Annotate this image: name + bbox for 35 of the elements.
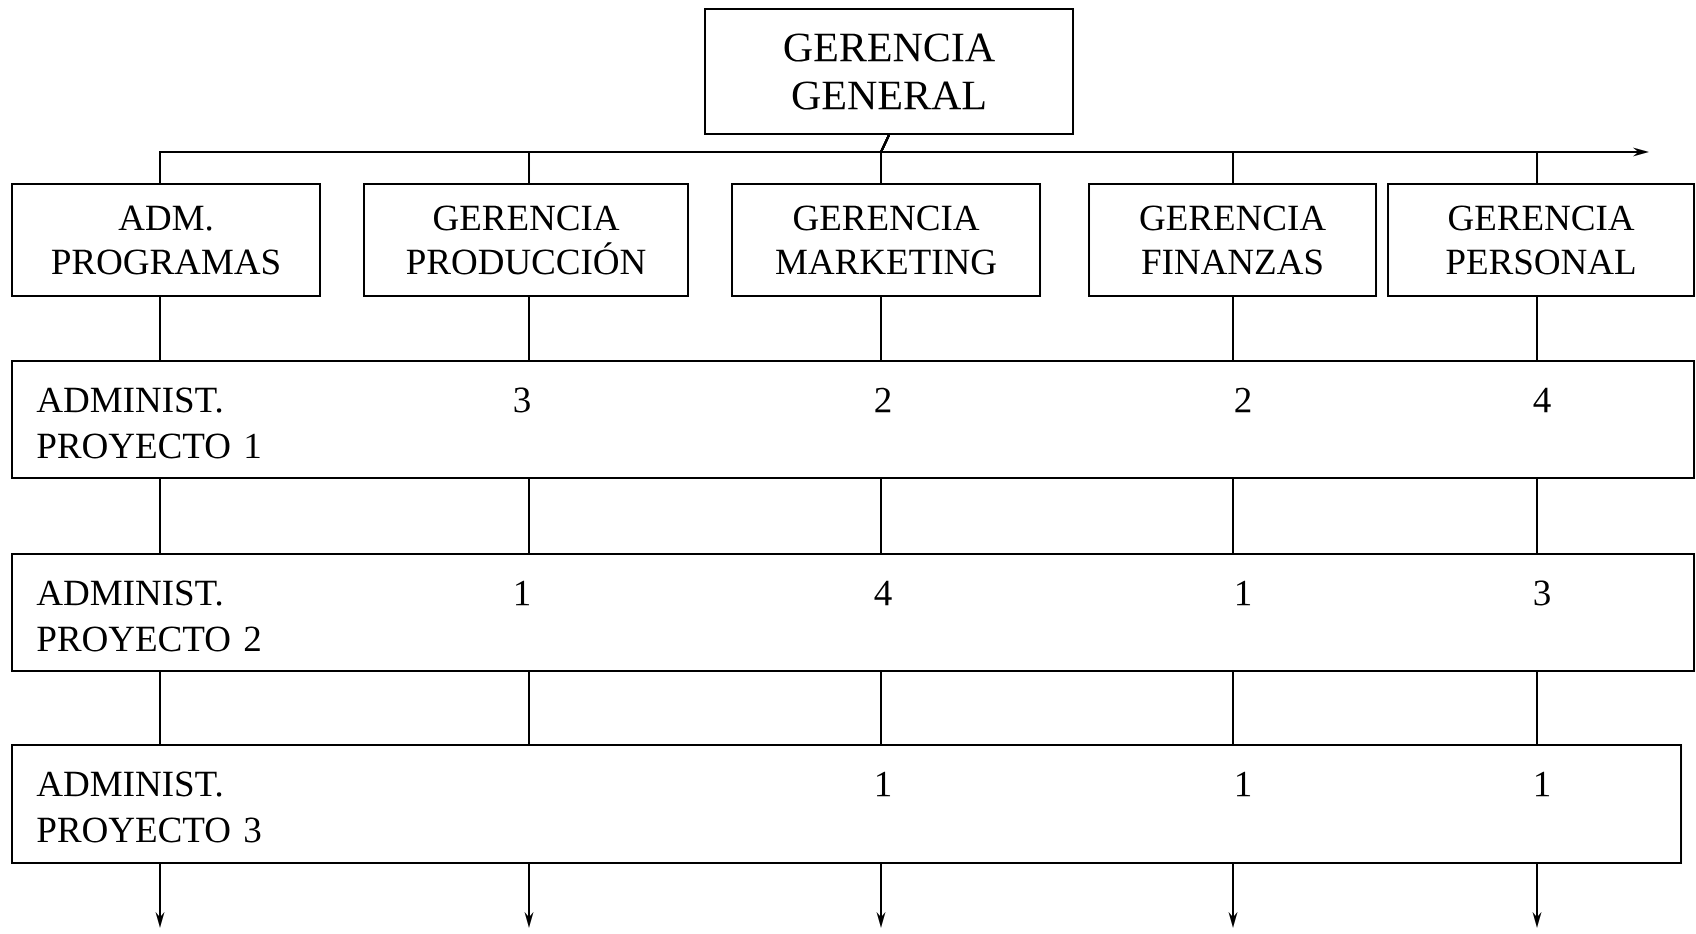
- count-number: 4: [1533, 387, 1551, 413]
- connector-line: [528, 477, 530, 555]
- project-label: ADMINIST. PROYECTO 1: [36, 387, 260, 459]
- project-label: ADMINIST. PROYECTO 2: [36, 580, 260, 652]
- project-label: ADMINIST. PROYECTO 3: [36, 771, 261, 843]
- connector-line: [1232, 670, 1234, 746]
- connector-line: [1232, 477, 1234, 555]
- count-number: 4: [874, 580, 892, 606]
- connector-line: [159, 670, 161, 746]
- department-box: GERENCIA PERSONAL: [1387, 183, 1695, 297]
- department-box: ADM. PROGRAMAS: [11, 183, 321, 297]
- connector-line: [880, 295, 882, 362]
- connector-line: [159, 477, 161, 555]
- count-number: 1: [516, 580, 530, 606]
- connector-line: [528, 670, 530, 746]
- count-number: 3: [514, 387, 530, 413]
- connector-line: [1536, 477, 1538, 555]
- connector-line: [528, 295, 530, 362]
- department-box: GERENCIA FINANZAS: [1088, 183, 1377, 297]
- count-number: 2: [1235, 387, 1251, 413]
- count-number: 2: [875, 387, 891, 413]
- management-box: GERENCIA GENERAL: [704, 8, 1074, 135]
- connector-line: [1536, 670, 1538, 746]
- count-number: 3: [1534, 580, 1550, 606]
- connector-line: [1232, 295, 1234, 362]
- connector-line: [880, 477, 882, 555]
- connector-line: [159, 295, 161, 362]
- department-box: GERENCIA PRODUCCIÓN: [363, 183, 689, 297]
- count-number: 1: [877, 771, 891, 797]
- count-number: 1: [1237, 580, 1251, 606]
- count-number: 1: [1237, 771, 1251, 797]
- count-number: 1: [1536, 771, 1550, 797]
- department-box: GERENCIA MARKETING: [731, 183, 1041, 297]
- connector-line: [880, 670, 882, 746]
- connector-line: [1536, 295, 1538, 362]
